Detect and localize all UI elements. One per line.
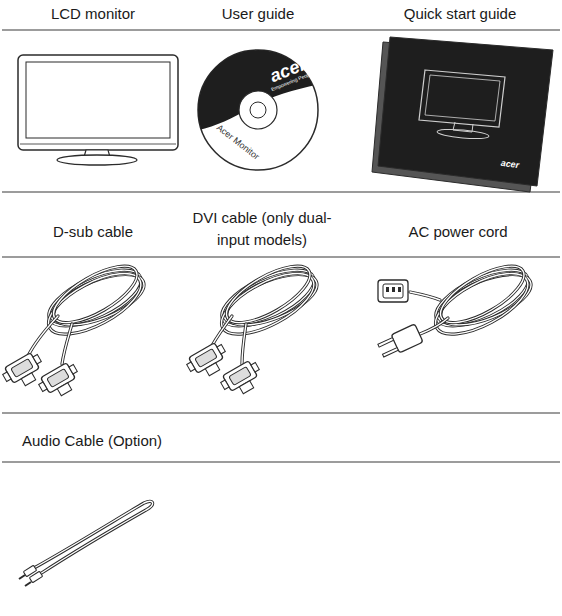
- cd-drawing: [190, 40, 330, 170]
- power-cord-drawing-part: [410, 292, 440, 300]
- dvi-cable-drawing-part: [242, 324, 246, 364]
- guide-drawing-part: [437, 128, 489, 141]
- monitor-drawing-part: [20, 144, 176, 145]
- power-cord-drawing-part: [386, 287, 389, 292]
- power-cord-drawing-part: [410, 292, 440, 300]
- power-cord-drawing-part: [383, 284, 403, 298]
- audio-cable-drawing-part: [34, 501, 153, 574]
- guide-drawing-part: [425, 75, 500, 121]
- dsub-cable-drawing-part: [28, 316, 58, 356]
- dsub-cable-drawing-part: [40, 255, 151, 346]
- power-cord-drawing-part: [398, 287, 401, 292]
- monitor-drawing: [18, 55, 178, 165]
- dsub-cable-drawing-part: [62, 324, 72, 364]
- monitor-drawing-part: [57, 155, 137, 165]
- table-rule-part: [2, 461, 560, 462]
- item-name: LCD monitor: [3, 3, 183, 25]
- power-cord-drawing-part: [378, 280, 408, 302]
- item-name: User guide: [178, 3, 338, 25]
- dsub-cable-drawing: [0, 255, 150, 402]
- table-rule: [2, 30, 560, 462]
- dvi-cable-drawing-part: [213, 255, 324, 346]
- dvi-cable-drawing-part: [242, 324, 246, 364]
- power-cord-drawing-part-part: [383, 348, 399, 357]
- dsub-cable-drawing-part: [62, 324, 72, 364]
- power-cord-drawing-part: [377, 324, 424, 360]
- audio-cable-drawing: [19, 501, 153, 586]
- table-rule-part: [2, 191, 560, 192]
- dvi-cable-drawing-part: [218, 358, 266, 401]
- audio-cable-drawing-part: [29, 571, 42, 582]
- item-name: D-sub cable: [3, 221, 183, 243]
- table-rule-part: [2, 412, 560, 413]
- item-name: Audio Cable (Option): [22, 430, 282, 452]
- audio-cable-drawing-part: [25, 582, 31, 586]
- power-cord-drawing-part: [392, 287, 395, 292]
- power-cord-drawing-part: [420, 318, 448, 334]
- guide-drawing: [372, 37, 553, 192]
- audio-cable-drawing-part: [34, 501, 153, 574]
- power-cord-drawing: [377, 255, 538, 359]
- power-cord-drawing-part-part: [378, 338, 394, 347]
- cd-drawing-part: [190, 40, 330, 132]
- item-name: AC power cord: [368, 221, 548, 243]
- guide-drawing-part: [378, 37, 553, 186]
- guide-drawing-part: [419, 70, 505, 127]
- power-cord-drawing-part: [427, 255, 538, 346]
- power-cord-drawing-part: [420, 318, 448, 334]
- cd-drawing-part: [250, 102, 266, 118]
- monitor-drawing-part: [26, 62, 170, 138]
- table-rule-part: [2, 29, 560, 30]
- item-name: Quick start guide: [370, 3, 550, 25]
- cd-drawing-part: [239, 91, 277, 129]
- audio-cable-drawing-part: [19, 575, 25, 579]
- dsub-cable-drawing-part: [36, 360, 84, 403]
- item-name: DVI cable (only dual- input models): [180, 207, 345, 251]
- dsub-cable-drawing-part: [28, 316, 58, 356]
- table-rule-part: [2, 256, 560, 257]
- monitor-drawing-part: [18, 55, 178, 150]
- dvi-cable-drawing: [184, 255, 323, 400]
